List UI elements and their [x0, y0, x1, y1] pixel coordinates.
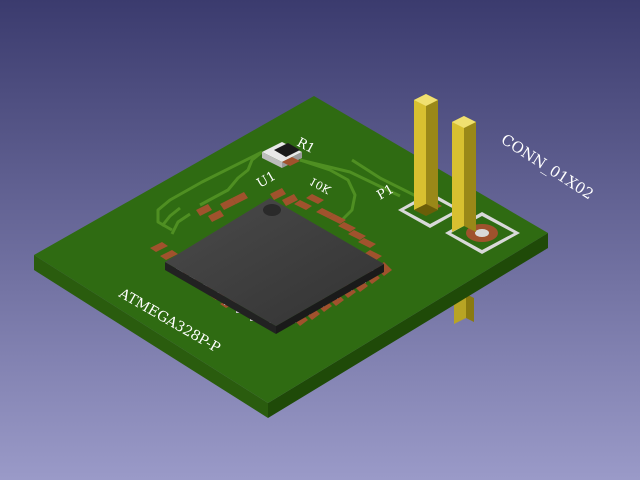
u1-body-right — [276, 264, 384, 334]
u1-pin1-dot — [263, 204, 281, 216]
p1-ref-label: P1 — [375, 182, 397, 204]
r1-ref-label: R1 — [294, 135, 317, 157]
pcb-board-right-edge — [268, 233, 548, 418]
u1-body-left — [165, 262, 276, 334]
connector-pin-2[interactable] — [452, 116, 476, 232]
u1-chip[interactable] — [165, 198, 384, 334]
r1-resistor[interactable] — [262, 142, 302, 168]
pcb-board-left-edge — [34, 255, 268, 418]
connector-pin-1[interactable] — [414, 94, 438, 216]
u1-body-top — [165, 198, 384, 326]
